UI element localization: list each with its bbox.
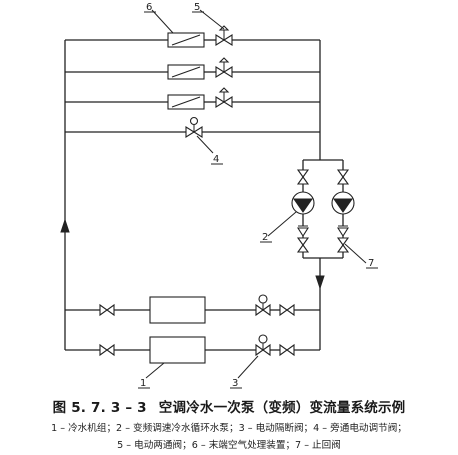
gate-valve-icon: [99, 303, 108, 317]
two-way-valve-icon: [215, 66, 226, 78]
figure-number: 图 5. 7. 3 – 3: [52, 400, 147, 416]
chiller-branch-1: [65, 294, 320, 324]
check-valve-icon: [297, 227, 309, 238]
callout-labels: 6 5 4 2 7 1 3: [138, 2, 378, 389]
chiller-unit: [149, 296, 206, 324]
chilled-water-system-diagram: 6 5 4 2 7 1 3: [60, 2, 378, 389]
leader-lines: [145, 9, 367, 379]
callout-2: 2: [262, 232, 268, 243]
gate-valve-icon: [279, 303, 288, 317]
gate-valve-icon: [279, 343, 288, 357]
isolation-valve-icon: [296, 169, 310, 178]
main-pipes: [64, 40, 321, 350]
two-way-valve-icon: [215, 96, 226, 108]
flow-arrow-up: [60, 218, 70, 233]
terminal-branch-1: [65, 25, 320, 48]
terminal-branch-3: [65, 87, 320, 110]
callout-5: 5: [194, 2, 200, 13]
bypass-regulating-valve-icon: [185, 126, 196, 138]
legend-line-2: 5 – 电动两通阀；6 – 末端空气处理装置；7 – 止回阀: [117, 440, 341, 451]
callout-6: 6: [146, 2, 152, 13]
two-way-valve-icon: [215, 34, 226, 46]
chiller-unit: [149, 336, 206, 364]
callout-3: 3: [232, 378, 238, 389]
figure-caption: 图 5. 7. 3 – 3 空调冷水一次泵（变频）变流量系统示例: [0, 396, 458, 416]
callout-1: 1: [140, 378, 146, 389]
legend-line-1: 1 – 冷水机组；2 – 变频调速冷水循环水泵；3 – 电动隔断阀；4 – 旁通…: [51, 423, 407, 434]
motorized-isolation-valve-icon: [255, 303, 264, 317]
terminal-branch-2: [65, 57, 320, 80]
callout-7: 7: [368, 258, 374, 269]
bypass-line: [65, 116, 320, 138]
isolation-valve-icon: [336, 169, 350, 178]
motorized-isolation-valve-icon: [255, 343, 264, 357]
isolation-valve-icon: [296, 237, 310, 246]
gate-valve-icon: [99, 343, 108, 357]
flow-arrow-down: [315, 275, 325, 290]
figure-title: 空调冷水一次泵（变频）变流量系统示例: [158, 400, 406, 416]
check-valve-icon: [337, 227, 349, 238]
callout-4: 4: [213, 154, 219, 165]
chiller-branch-2: [65, 334, 320, 364]
pump-loop: [291, 159, 355, 259]
isolation-valve-icon: [336, 237, 350, 246]
